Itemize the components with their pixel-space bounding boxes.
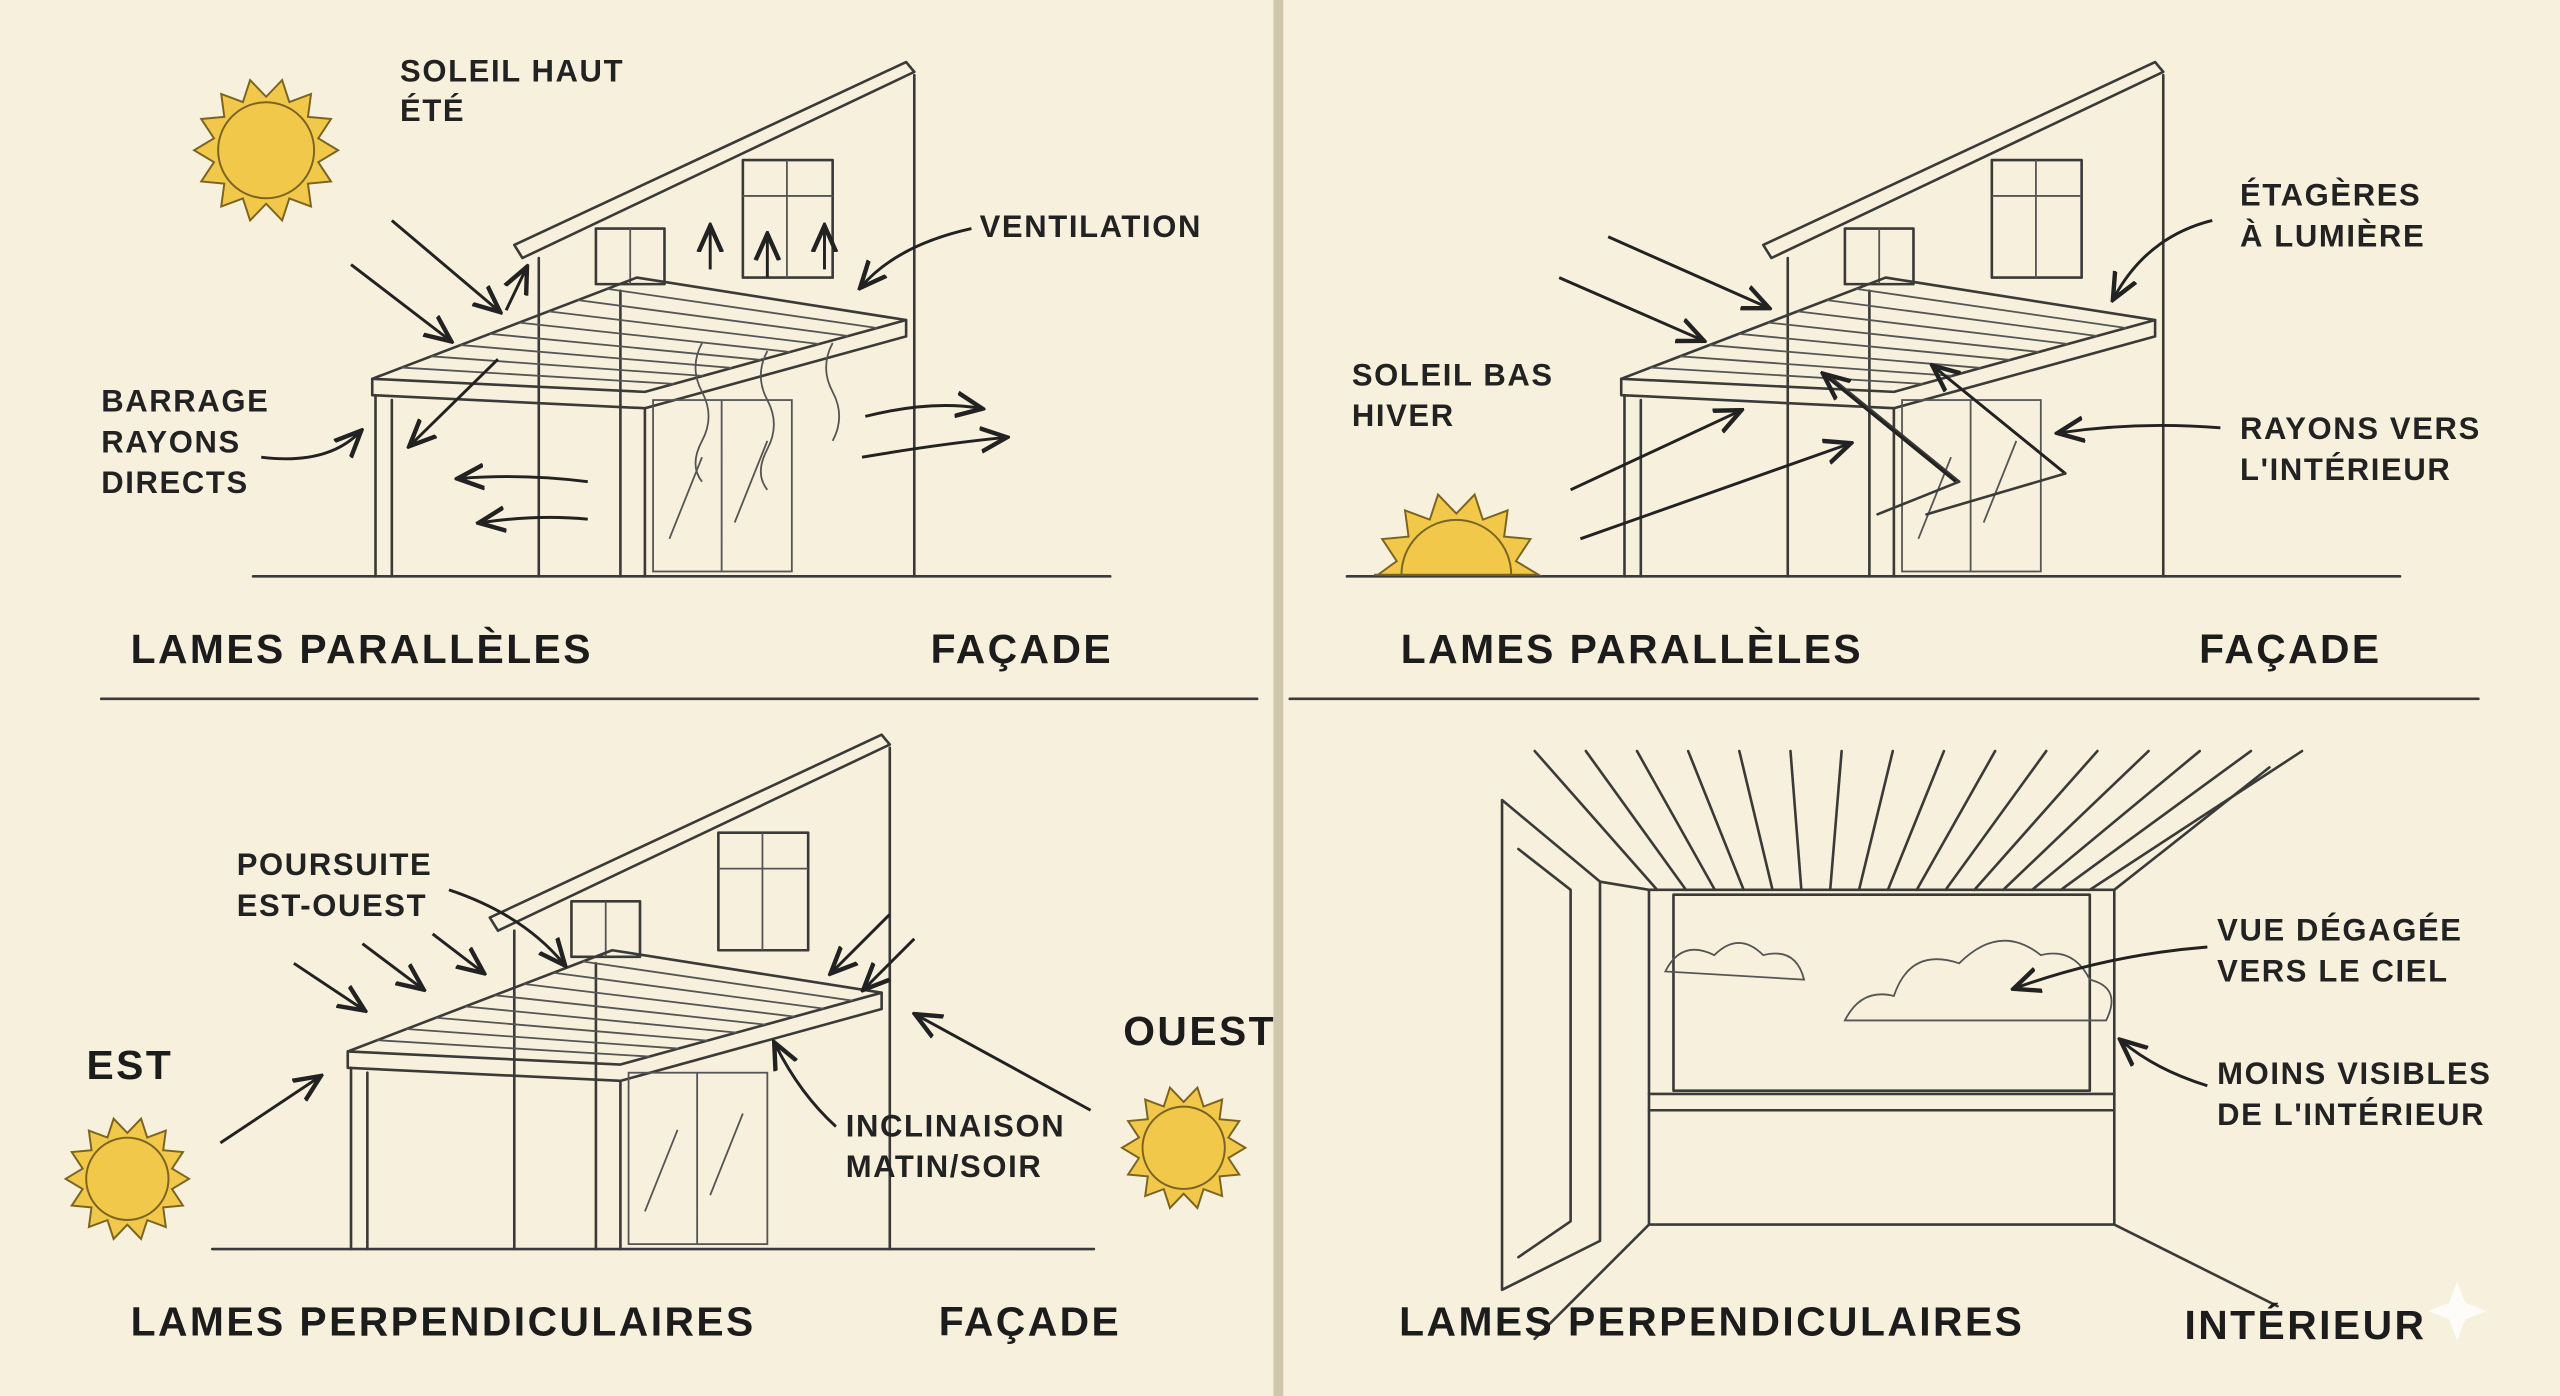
ceiling-slat <box>1584 749 1688 892</box>
label-etageres: ÉTAGÈRES <box>2240 178 2421 213</box>
label-ouest: OUEST <box>1123 1008 1276 1054</box>
label-rayons: RAYONS <box>101 424 241 459</box>
panel-title: LAMES PARALLÈLES <box>131 626 593 672</box>
ceiling-slat <box>2059 749 2253 892</box>
label-rayons-vers: RAYONS VERS <box>2240 411 2481 446</box>
ceiling-slat <box>1686 749 1745 892</box>
label-hiver: HIVER <box>1352 398 1455 433</box>
panel-view: INTÉRIEUR <box>2184 1302 2426 1348</box>
label-barrage: BARRAGE <box>101 383 269 418</box>
ceiling-slat <box>1828 749 1843 892</box>
west-sun-icon <box>1120 1085 1248 1210</box>
ceiling-slat <box>1738 749 1774 892</box>
ceiling-slat <box>1857 749 1895 892</box>
house-sketch <box>370 60 916 578</box>
label-est-ouest: EST-OUEST <box>237 888 427 923</box>
panel-view: FAÇADE <box>2199 626 2381 672</box>
label-a-lumiere: À LUMIÈRE <box>2240 219 2425 254</box>
panel-title: LAMES PERPENDICULAIRES <box>1399 1299 2024 1345</box>
panel-winter-parallel: SOLEIL BAS HIVER ÉTAGÈRES À LUMIÈRE RAYO… <box>1345 60 2481 672</box>
label-vers-le-ciel: VERS LE CIEL <box>2217 953 2449 988</box>
ceiling-slat <box>2030 749 2202 892</box>
house-sketch <box>346 733 892 1251</box>
label-de-interieur: DE L'INTÉRIEUR <box>2217 1097 2485 1132</box>
panel-view: FAÇADE <box>931 626 1113 672</box>
label-poursuite: POURSUITE <box>237 847 433 882</box>
panel-perpendicular-interior: VUE DÉGAGÉE VERS LE CIEL MOINS VISIBLES … <box>1399 749 2491 1348</box>
ceiling-slat <box>1973 749 2099 892</box>
panel-perpendicular-facade: POURSUITE EST-OUEST EST OUEST INCLINAISO… <box>63 733 1276 1345</box>
label-inclinaison: INCLINAISON <box>846 1108 1066 1143</box>
east-sun-icon <box>63 1116 191 1241</box>
label-soleil-bas: SOLEIL BAS <box>1352 357 1554 392</box>
ceiling-slat <box>2001 749 2150 892</box>
label-est: EST <box>87 1042 174 1088</box>
label-interieur: L'INTÉRIEUR <box>2240 452 2451 487</box>
label-ventilation: VENTILATION <box>980 209 1202 244</box>
winter-sun-icon <box>1374 492 1543 576</box>
summer-sun-icon <box>192 78 341 223</box>
ceiling-slat <box>1635 749 1717 892</box>
house-sketch <box>1619 60 2165 578</box>
label-moins-visibles: MOINS VISIBLES <box>2217 1056 2491 1091</box>
ceiling-slat <box>1886 749 1946 892</box>
ceiling-slat <box>1533 749 1659 892</box>
sparkle-icon <box>2427 1281 2487 1341</box>
ceiling-slat <box>1944 749 2048 892</box>
label-ete: ÉTÉ <box>400 93 465 128</box>
ceiling-slats <box>1533 749 2304 892</box>
panel-title: LAMES PERPENDICULAIRES <box>131 1299 756 1345</box>
ceiling-slat <box>2088 749 2304 892</box>
label-vue-degagee: VUE DÉGAGÉE <box>2217 912 2462 947</box>
ceiling-slat <box>1789 749 1803 892</box>
label-matin-soir: MATIN/SOIR <box>846 1149 1043 1184</box>
panel-view: FAÇADE <box>939 1299 1121 1345</box>
label-directs: DIRECTS <box>101 465 249 500</box>
panel-summer-parallel: SOLEIL HAUT ÉTÉ VENTILATION BARRAGE RAYO… <box>101 54 1202 672</box>
label-soleil-haut: SOLEIL HAUT <box>400 54 624 89</box>
ceiling-slat <box>1915 749 1997 892</box>
panel-title: LAMES PARALLÈLES <box>1401 626 1863 672</box>
